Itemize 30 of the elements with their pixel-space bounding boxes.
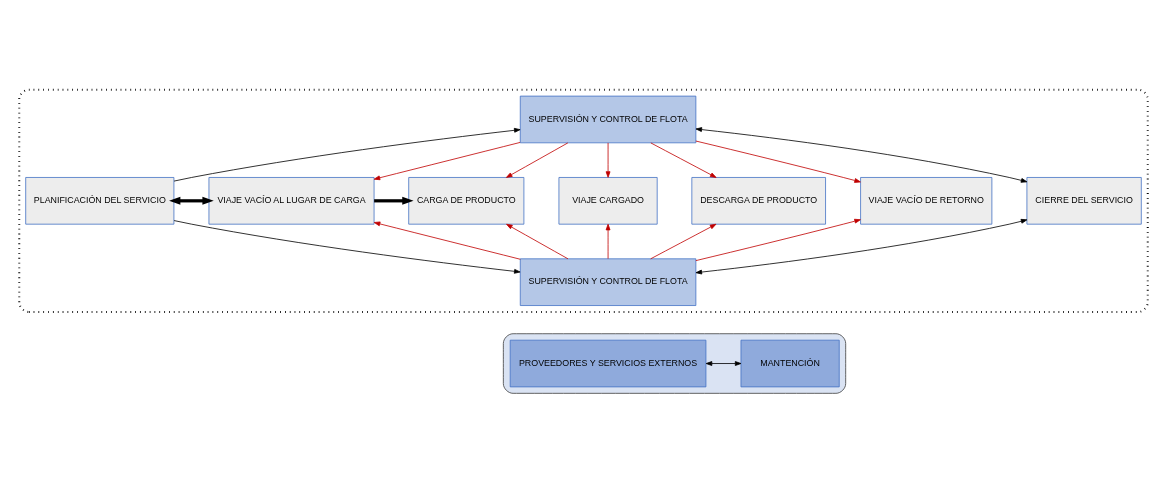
node-box: SUPERVISIÓN Y CONTROL DE FLOTA [519,95,697,144]
arrow [169,196,214,205]
cluster [502,333,847,394]
arrow [373,142,521,181]
arrow [506,223,569,260]
arrow [374,196,414,205]
node-box: DESCARGA DE PRODUCTO [691,177,826,225]
node-box: VIAJE VACÍO DE RETORNO [860,177,993,225]
arrow [605,142,611,178]
arrow [695,140,861,183]
arrow [173,127,521,182]
arrow [705,361,742,366]
node-box: PLANIFICACIÓN DEL SERVICIO [25,177,175,225]
arrow [506,142,569,178]
arrow [650,223,717,260]
node-box: CIERRE DEL SERVICIO [1026,177,1142,225]
arrow [605,223,611,260]
node-box: CARGA DE PRODUCTO [408,177,525,225]
node-box: SUPERVISIÓN Y CONTROL DE FLOTA [519,258,697,306]
arrow [173,220,521,274]
arrow [695,127,1028,183]
arrow [650,142,717,178]
cluster [18,88,1149,313]
arrow [373,221,521,260]
node-box: VIAJE VACÍO AL LUGAR DE CARGA [208,177,375,225]
node-box: MANTENCIÓN [740,339,840,388]
node-box: PROVEEDORES Y SERVICIOS EXTERNOS [509,339,707,388]
node-box: VIAJE CARGADO [558,177,658,225]
arrow [695,218,861,261]
arrow [695,218,1028,275]
